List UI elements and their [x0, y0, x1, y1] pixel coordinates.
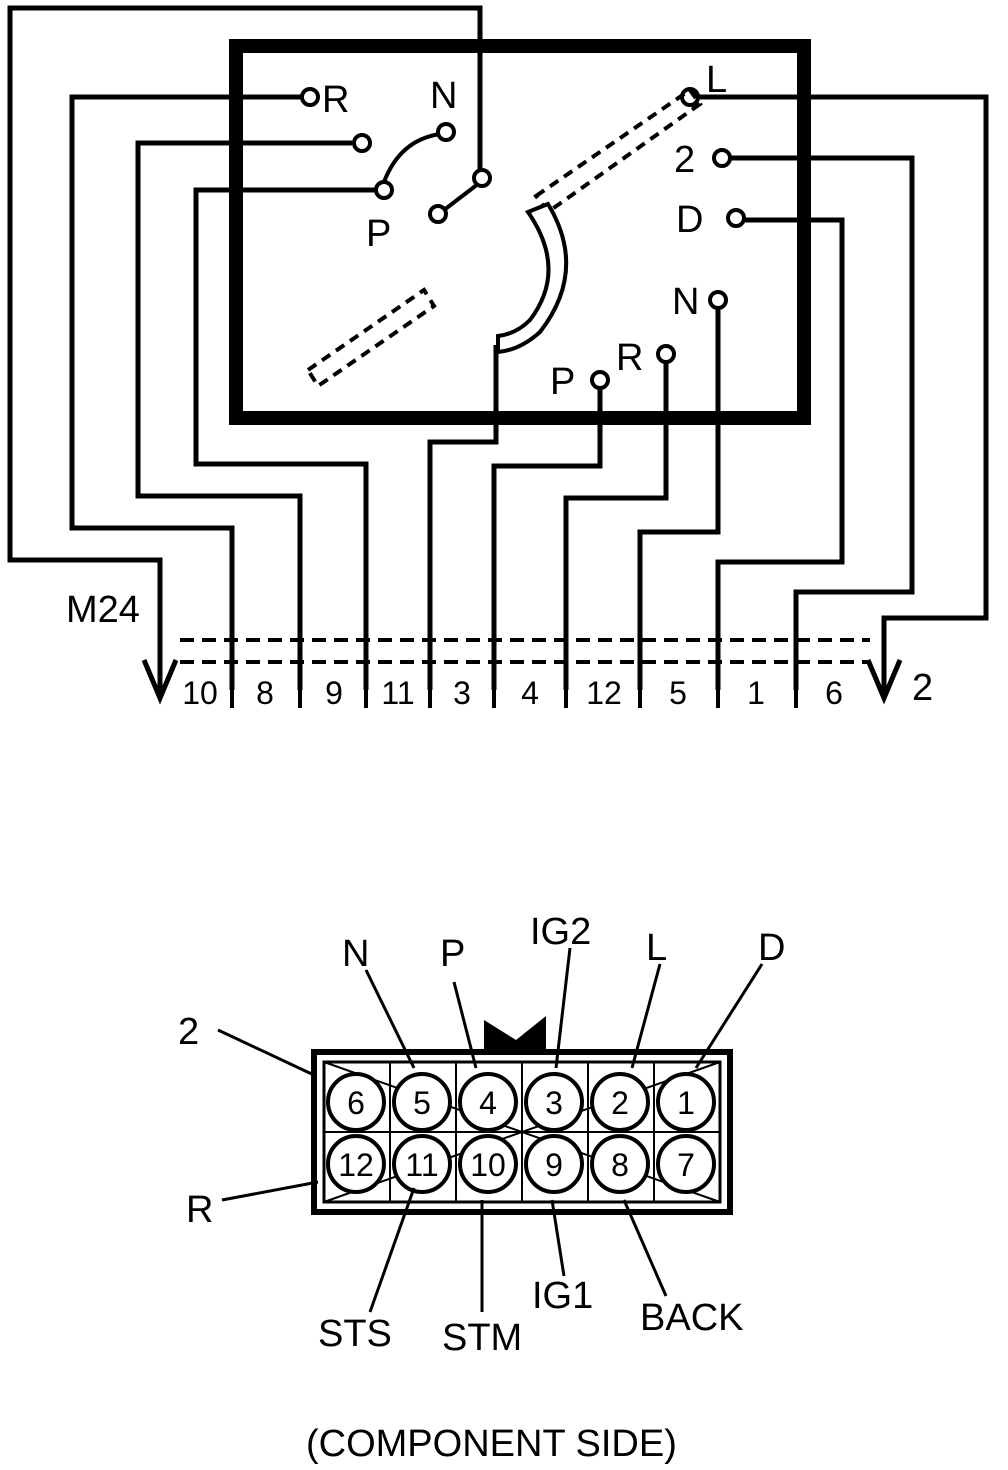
- face-label-p: P: [440, 933, 465, 975]
- face-pin-label: 10: [470, 1147, 506, 1183]
- label-r-bottom: R: [616, 337, 643, 379]
- switch-labels: R N P L 2 D N R P: [322, 59, 727, 403]
- switch-body: [229, 39, 811, 425]
- face-label-ig2: IG2: [530, 911, 591, 953]
- label-l-right: L: [706, 59, 727, 101]
- connector-labels: 2 N P IG2 L D R STS STM IG1 BACK (COMPON…: [178, 911, 785, 1465]
- face-pin-label: 7: [677, 1147, 695, 1183]
- face-pin-label: 4: [479, 1085, 497, 1121]
- connector-m24-label: M24: [66, 589, 140, 631]
- pin-number: 4: [521, 675, 539, 711]
- label-n-right: N: [672, 281, 699, 323]
- switch-contacts: [300, 87, 746, 390]
- face-pin-label: 1: [677, 1085, 695, 1121]
- pin-number: 11: [381, 675, 414, 711]
- face-pin-label: 6: [347, 1085, 365, 1121]
- pin-number: 10: [182, 675, 218, 711]
- pin-number: 6: [825, 675, 843, 711]
- face-pin-label: 12: [338, 1147, 374, 1183]
- face-pin-label: 3: [545, 1085, 563, 1121]
- pin-number: 3: [453, 675, 471, 711]
- face-pin-label: 5: [413, 1085, 431, 1121]
- switch-wires: [7, 5, 989, 690]
- connector-right-label: 2: [912, 667, 933, 709]
- component-side-caption: (COMPONENT SIDE): [306, 1423, 677, 1465]
- pin-number: 9: [325, 675, 343, 711]
- label-2-right: 2: [674, 139, 695, 181]
- face-label-ig1: IG1: [532, 1275, 593, 1317]
- label-p-bottom: P: [550, 361, 575, 403]
- face-label-n: N: [342, 933, 369, 975]
- switch-internals: [305, 87, 703, 389]
- face-label-r: R: [186, 1189, 213, 1231]
- face-label-2: 2: [178, 1011, 199, 1053]
- face-label-back: BACK: [640, 1297, 743, 1339]
- face-label-l: L: [646, 927, 667, 969]
- connector-face: 6 5 4 3 2 1 12 11 10 9 8 7: [311, 1016, 733, 1215]
- label-p-left: P: [366, 213, 391, 255]
- pin-number: 5: [669, 675, 687, 711]
- connector-strip: M24 2 10 8 9 11 3 4 12 5 1 6: [66, 589, 933, 711]
- label-d-right: D: [676, 199, 703, 241]
- connector-leaders: [217, 947, 764, 1313]
- face-pin-label: 9: [545, 1147, 563, 1183]
- face-label-sts: STS: [318, 1313, 392, 1355]
- face-label-stm: STM: [442, 1317, 522, 1359]
- face-pin-label: 2: [611, 1085, 629, 1121]
- face-pin-label: 11: [405, 1147, 438, 1183]
- label-r-top: R: [322, 79, 349, 121]
- label-n-top: N: [430, 75, 457, 117]
- pin-number: 12: [586, 675, 622, 711]
- pin-number: 1: [747, 675, 765, 711]
- face-pin-label: 8: [611, 1147, 629, 1183]
- pin-number: 8: [256, 675, 274, 711]
- face-label-d: D: [758, 927, 785, 969]
